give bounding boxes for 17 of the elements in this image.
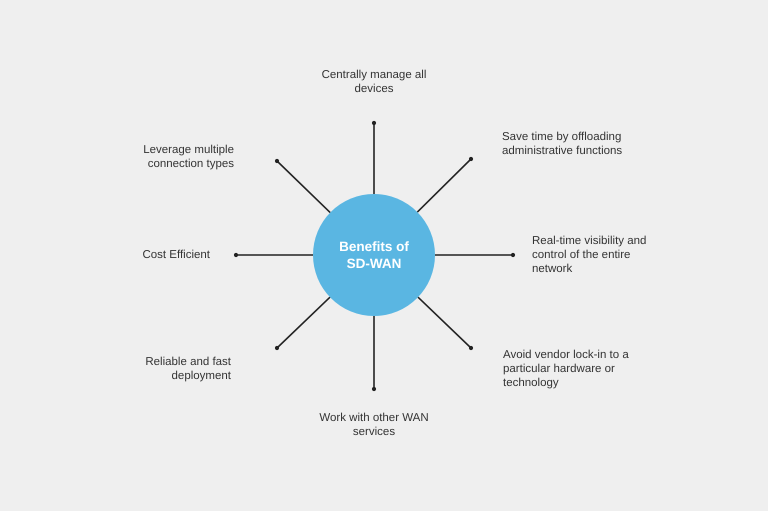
- benefit-label: Work with other WAN services: [318, 411, 430, 439]
- connector-line: [417, 296, 474, 350]
- connector-line: [274, 296, 331, 350]
- connector-line: [274, 158, 331, 214]
- benefit-label: Save time by offloading administrative functions: [502, 130, 624, 158]
- benefit-label: Leverage multiple connection types: [142, 143, 234, 171]
- connector-line: [372, 316, 376, 392]
- benefit-label: Reliable and fast deployment: [144, 355, 231, 383]
- connector-line: [372, 120, 376, 194]
- benefit-label: Centrally manage all devices: [320, 68, 428, 96]
- benefit-label: Cost Efficient: [142, 248, 210, 262]
- connector-line: [234, 252, 313, 258]
- connector-line: [416, 156, 474, 213]
- hub-title: Benefits of SD-WAN: [338, 238, 410, 272]
- benefit-label: Avoid vendor lock-in to a particular hardware or technology: [503, 348, 630, 390]
- benefit-label: Real-time visibility and control of the entire network: [532, 234, 648, 276]
- connector-line: [435, 252, 516, 258]
